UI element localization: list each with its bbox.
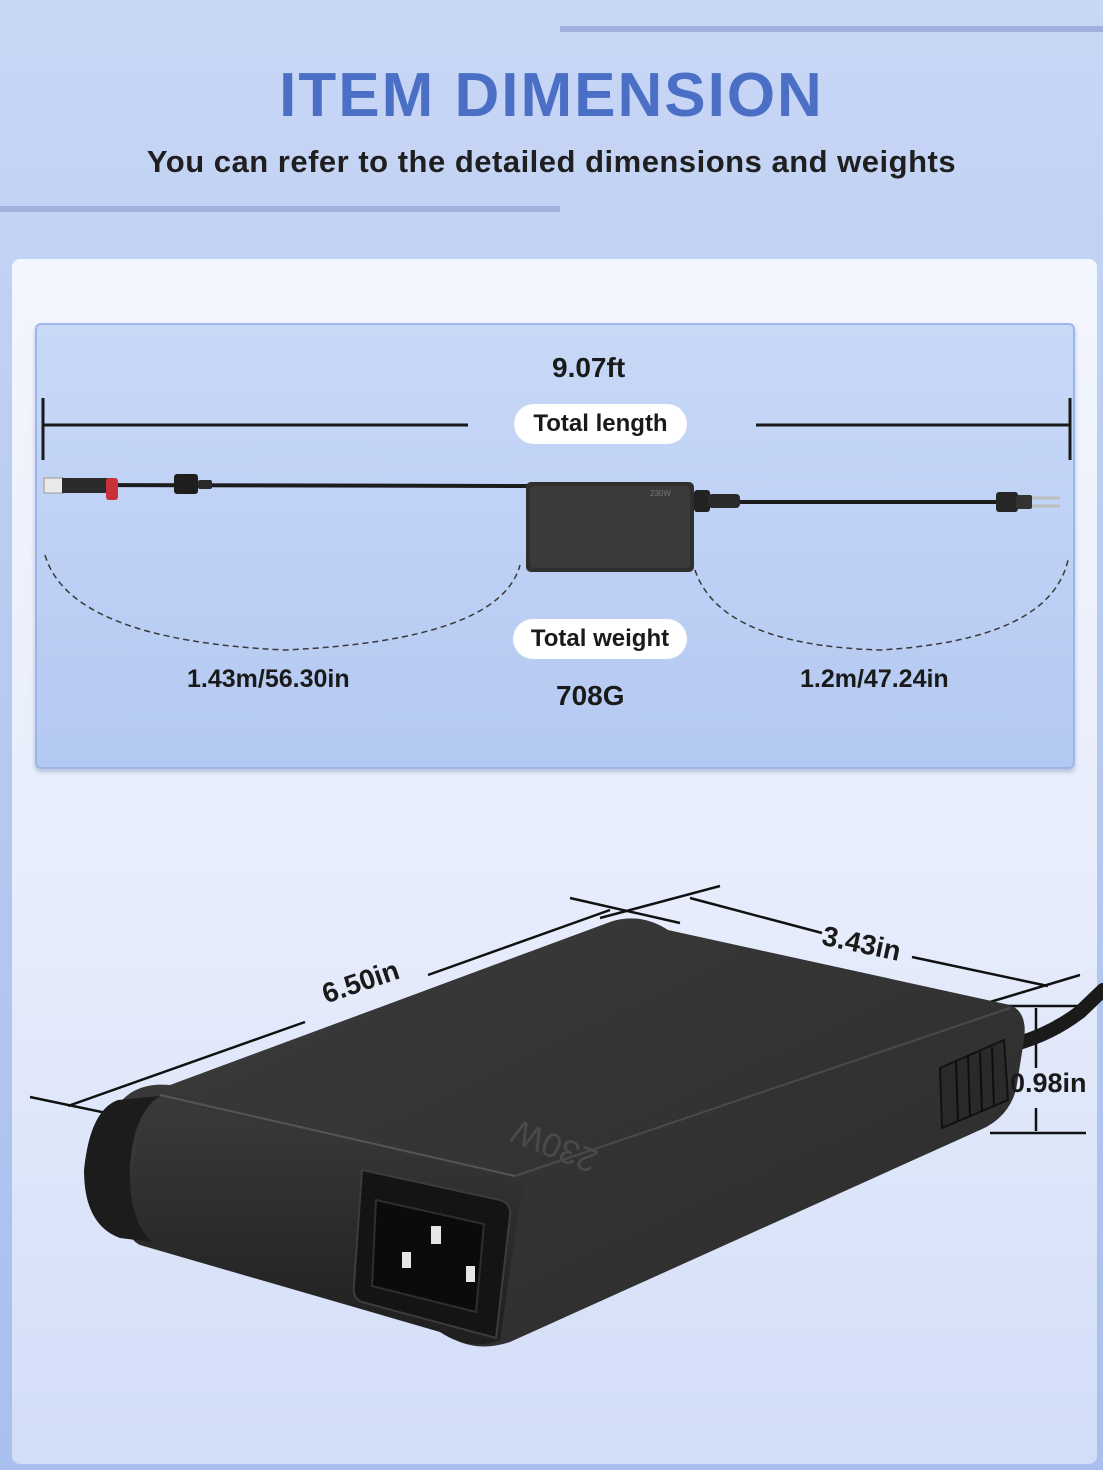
red-connector-band bbox=[106, 478, 118, 500]
ac-plug bbox=[996, 492, 1018, 512]
ac-cable-arc bbox=[694, 559, 1069, 651]
cable-strain-relief bbox=[938, 1038, 1010, 1130]
total-weight-value: 708G bbox=[556, 680, 625, 711]
total-length-pill: Total length bbox=[514, 404, 687, 444]
dc-cable-length-label: 1.43m/56.30in bbox=[187, 665, 350, 693]
page-title: ITEM DIMENSION bbox=[279, 61, 824, 130]
ferrite-bead bbox=[174, 474, 198, 494]
inlet-pin bbox=[431, 1226, 441, 1244]
svg-text:230W: 230W bbox=[650, 489, 671, 498]
total-weight-pill: Total weight bbox=[513, 619, 687, 659]
dc-cable-arc bbox=[44, 554, 521, 651]
total-length-value: 9.07ft bbox=[552, 352, 626, 383]
inlet-pin bbox=[402, 1252, 411, 1268]
width-dimension-line bbox=[599, 884, 1081, 1004]
adapter-end-cap bbox=[84, 1096, 160, 1242]
page-subtitle: You can refer to the detailed dimensions… bbox=[146, 144, 957, 179]
ac-cable-length-label: 1.2m/47.24in bbox=[800, 665, 949, 693]
header-bottom-rule bbox=[0, 206, 560, 212]
header-top-rule bbox=[560, 26, 1103, 32]
inlet-pin bbox=[466, 1266, 475, 1282]
total-length-dimension-line bbox=[41, 398, 1072, 460]
adapter-height-label: 0.98in bbox=[1010, 1068, 1087, 1098]
